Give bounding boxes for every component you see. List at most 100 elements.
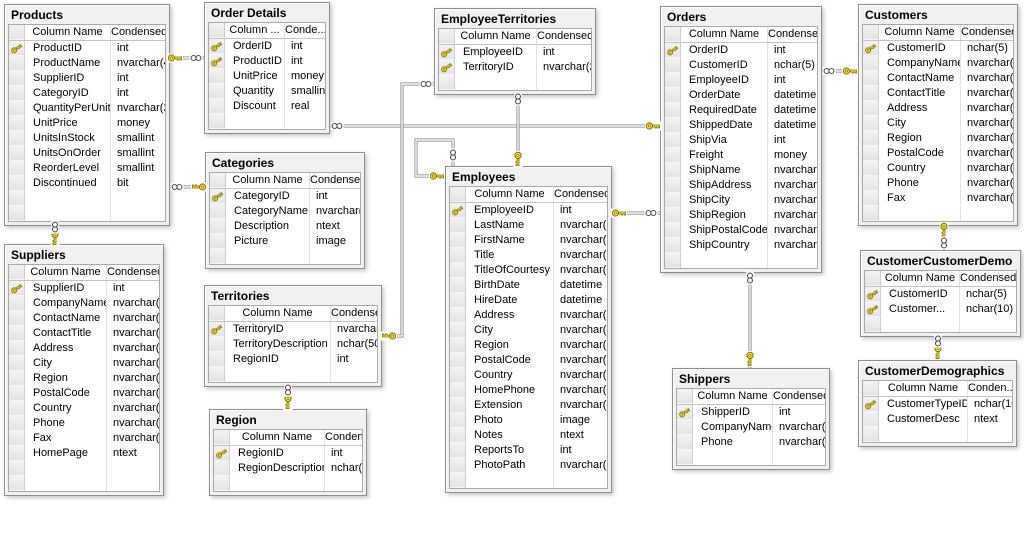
row-selector[interactable] [9,461,25,476]
row-selector[interactable] [665,238,681,253]
row-selector[interactable] [665,103,681,118]
primary-key-icon[interactable] [9,281,25,296]
row-selector[interactable] [450,443,466,458]
row-selector[interactable] [450,428,466,443]
row-selector[interactable] [9,86,25,101]
row-selector[interactable] [9,386,25,401]
row-selector[interactable] [210,219,226,234]
row-selector[interactable] [450,233,466,248]
row-selector[interactable] [863,146,879,161]
row-selector[interactable] [450,323,466,338]
row-selector[interactable] [209,352,225,367]
row-selector[interactable] [863,427,879,442]
primary-key-icon[interactable] [439,45,455,60]
empty-row[interactable] [209,114,325,129]
row-selector[interactable] [9,401,25,416]
row-selector[interactable] [450,368,466,383]
primary-key-icon[interactable] [214,446,230,461]
row-selector[interactable] [9,431,25,446]
row-selector[interactable] [9,101,25,116]
row-selector[interactable] [450,248,466,263]
table-title[interactable]: Region [216,413,257,427]
row-selector[interactable] [863,71,879,86]
table-title[interactable]: EmployeeTerritories [441,12,557,26]
row-selector[interactable] [665,148,681,163]
row-selector[interactable] [665,178,681,193]
empty-row[interactable] [439,75,591,90]
primary-key-icon[interactable] [863,397,879,412]
primary-key-icon[interactable] [210,189,226,204]
row-selector[interactable] [210,249,226,264]
row-selector[interactable] [209,367,225,382]
empty-row[interactable] [865,317,1016,332]
row-selector[interactable] [209,337,225,352]
row-selector[interactable] [450,473,466,488]
row-selector[interactable] [9,371,25,386]
primary-key-icon[interactable] [677,405,693,420]
row-selector[interactable] [863,206,879,221]
row-selector[interactable] [863,191,879,206]
table-title[interactable]: CustomerDemographics [865,364,1005,378]
row-selector[interactable] [677,450,693,465]
row-selector[interactable] [665,223,681,238]
row-selector[interactable] [450,398,466,413]
empty-row[interactable] [214,476,362,491]
empty-row[interactable] [9,206,165,221]
row-selector[interactable] [209,99,225,114]
row-selector[interactable] [665,253,681,268]
row-selector[interactable] [665,73,681,88]
row-selector[interactable] [665,193,681,208]
row-selector[interactable] [677,420,693,435]
row-selector[interactable] [9,416,25,431]
table-title[interactable]: CustomerCustomerDemo [867,254,1013,268]
row-selector[interactable] [9,356,25,371]
primary-key-icon[interactable] [439,60,455,75]
row-selector[interactable] [9,191,25,206]
row-selector[interactable] [9,326,25,341]
row-selector[interactable] [9,71,25,86]
primary-key-icon[interactable] [209,54,225,69]
table-title[interactable]: Territories [211,289,270,303]
table-row[interactable]: Customer...nchar(10) [865,302,1016,317]
row-selector[interactable] [665,133,681,148]
row-selector[interactable] [9,161,25,176]
row-selector[interactable] [209,114,225,129]
row-selector[interactable] [9,176,25,191]
